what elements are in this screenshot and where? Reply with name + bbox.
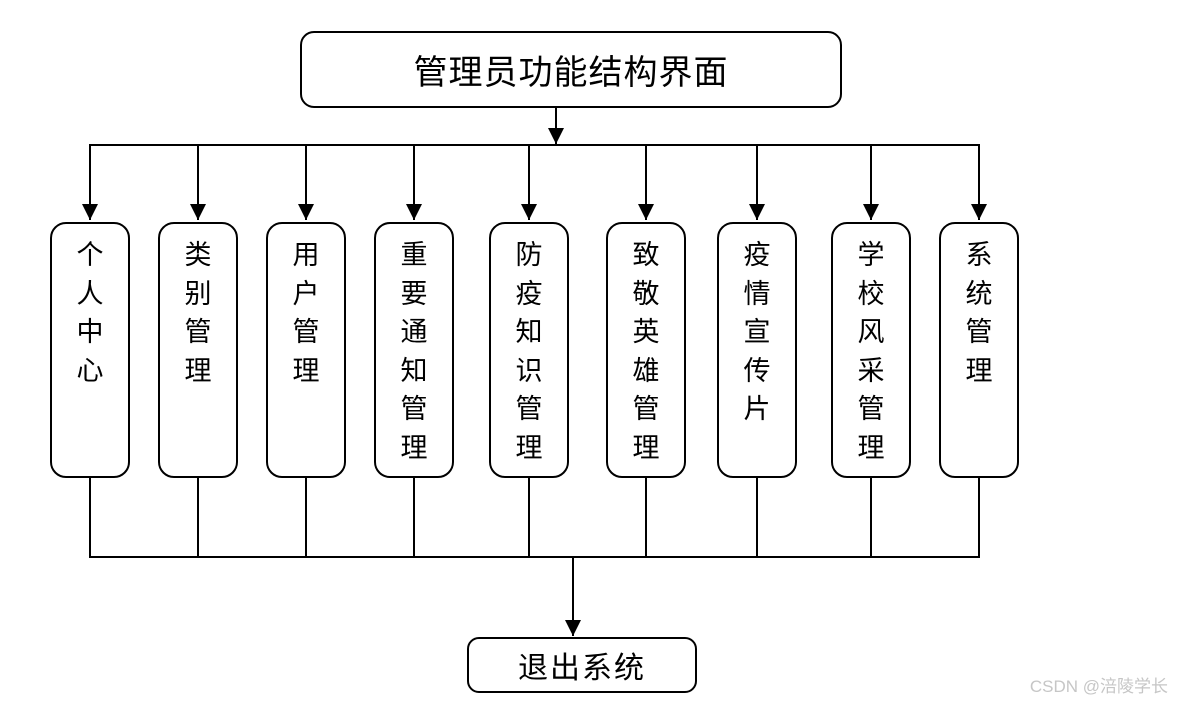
node-system-mgmt: 系 统 管 理: [939, 222, 1019, 478]
node-school-style-mgmt: 学 校 风 采 管 理: [831, 222, 911, 478]
node-epidemic-knowledge-mgmt: 防 疫 知 识 管 理: [489, 222, 569, 478]
node-important-notice-mgmt: 重 要 通 知 管 理: [374, 222, 454, 478]
node-admin-title: 管理员功能结构界面: [300, 31, 842, 108]
node-epidemic-promo-video: 疫 情 宣 传 片: [717, 222, 797, 478]
node-personal-center: 个 人 中 心: [50, 222, 130, 478]
node-honor-heroes-mgmt: 致 敬 英 雄 管 理: [606, 222, 686, 478]
watermark: CSDN @涪陵学长: [1029, 677, 1168, 696]
node-user-mgmt: 用 户 管 理: [266, 222, 346, 478]
node-category-mgmt: 类 别 管 理: [158, 222, 238, 478]
node-exit-system: 退出系统: [467, 637, 697, 693]
